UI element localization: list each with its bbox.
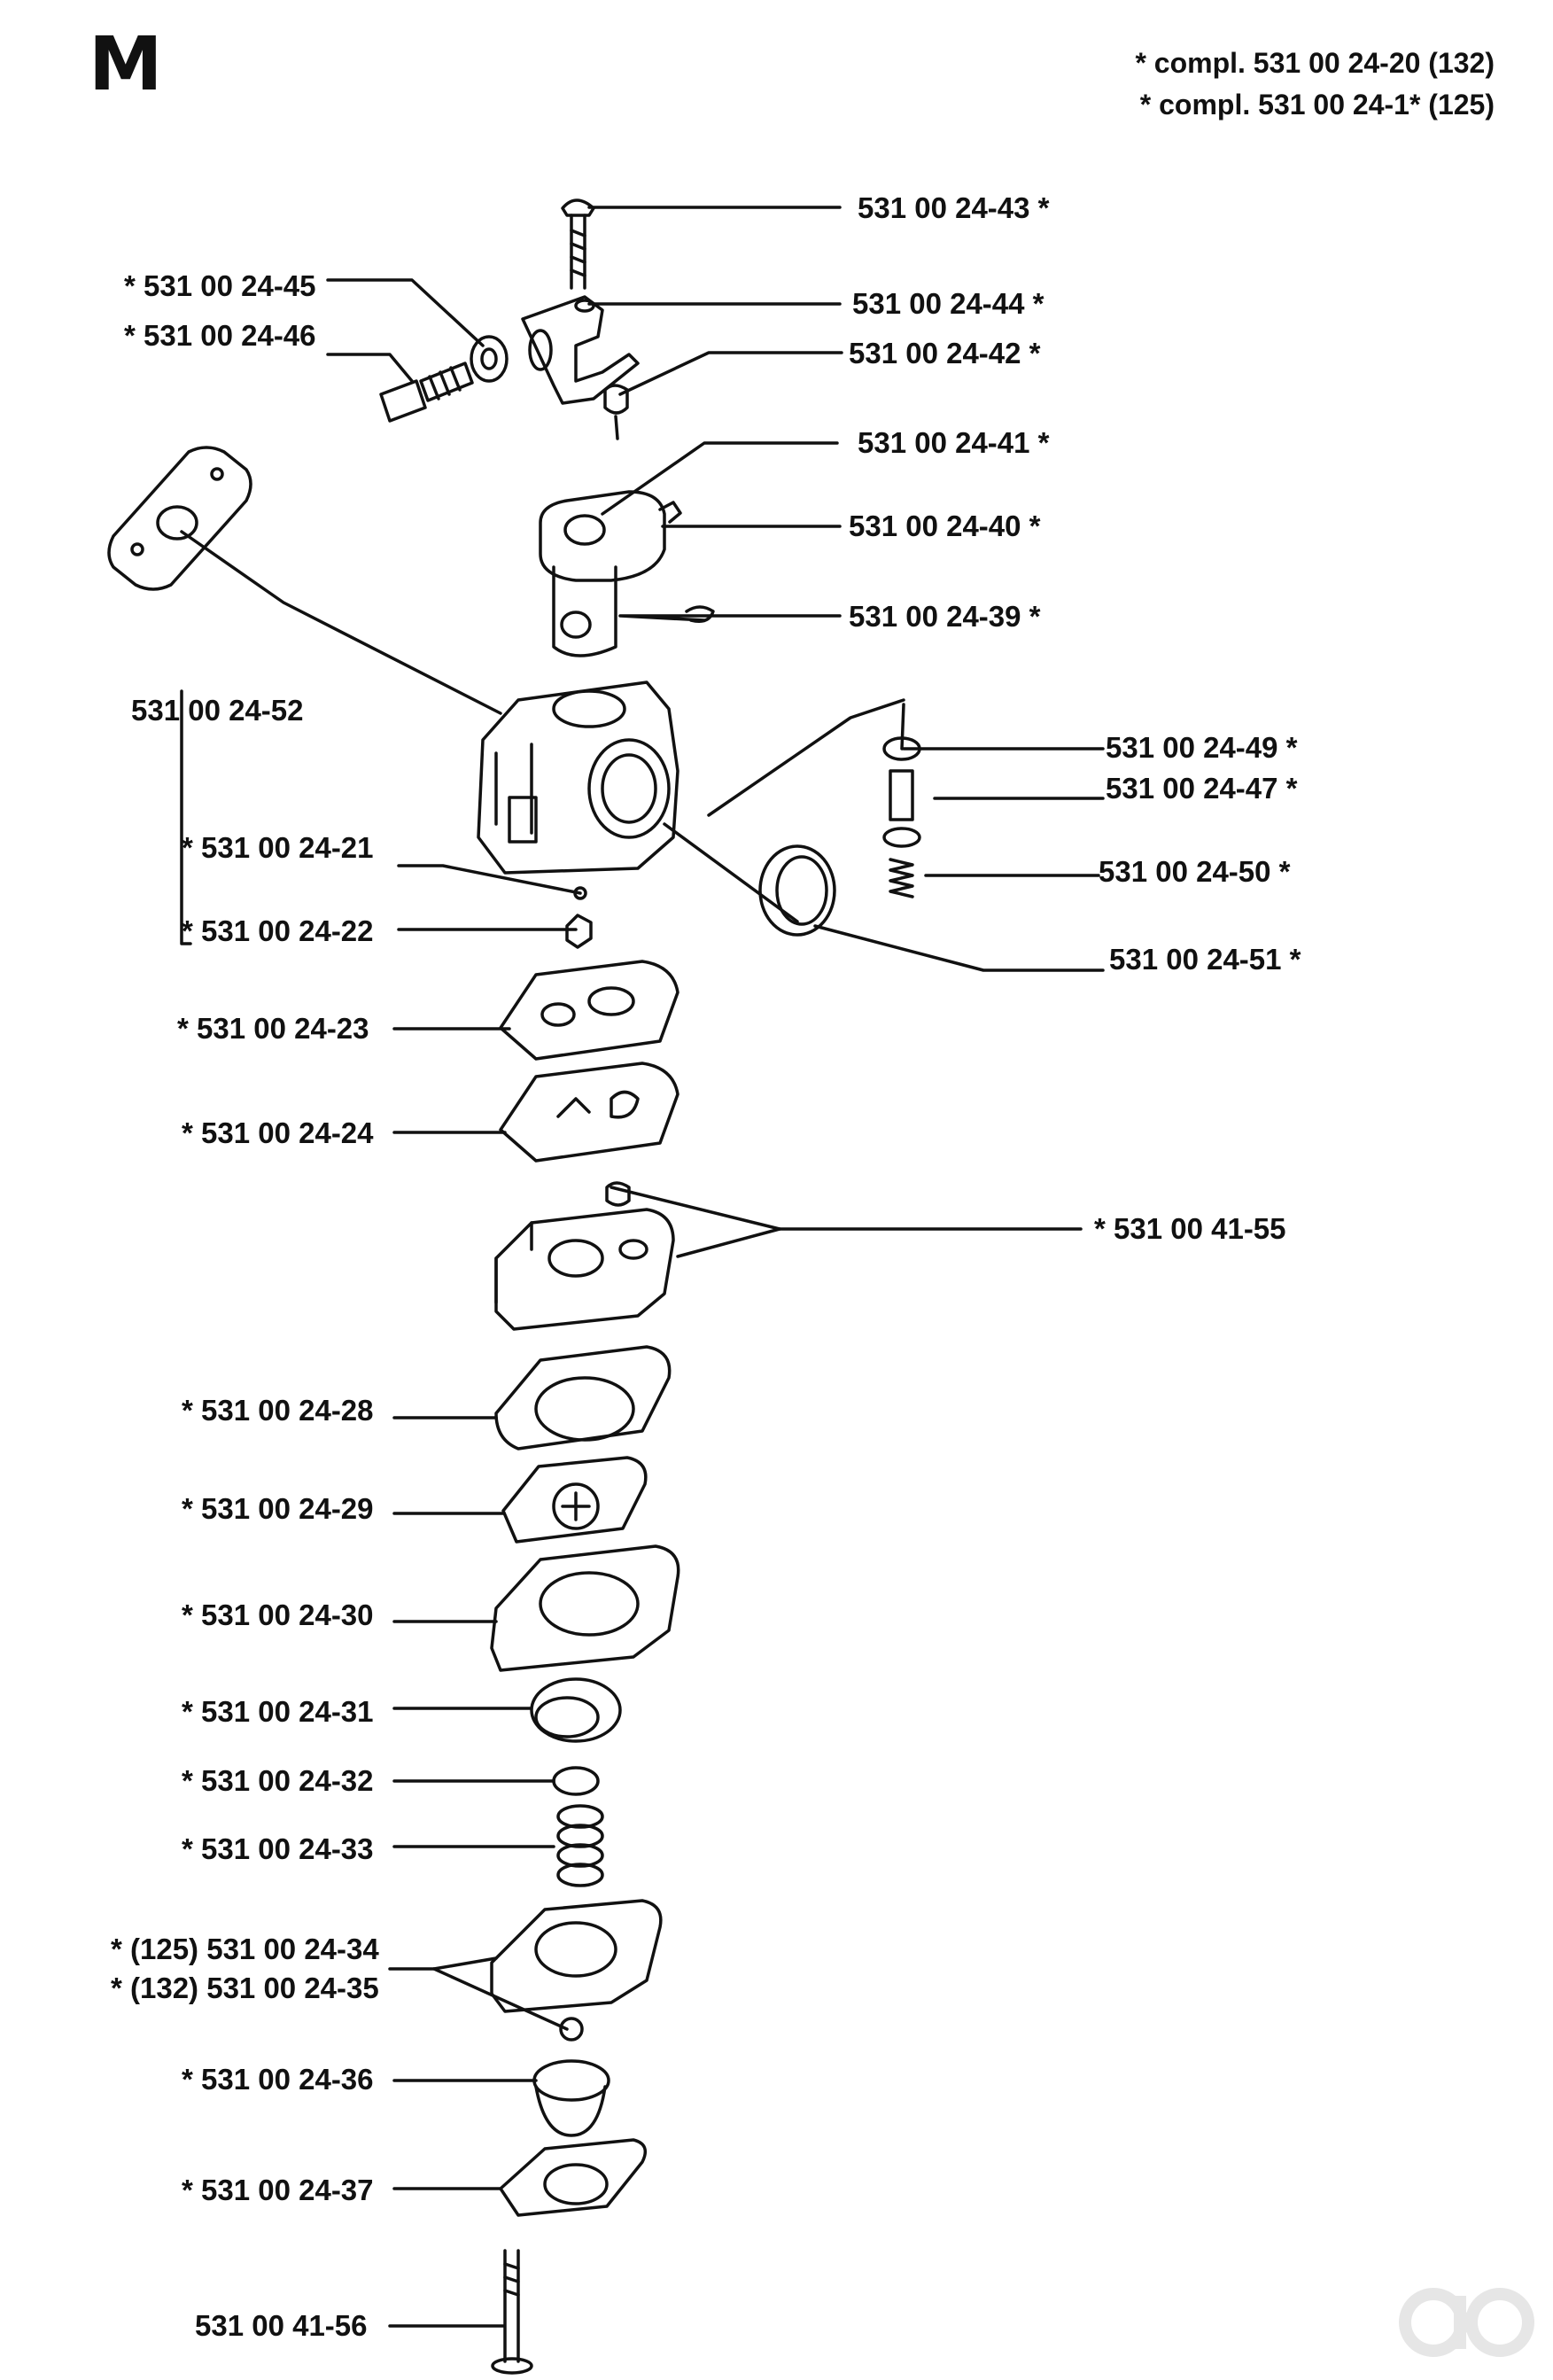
part-number-callout: * 531 00 41-55	[1094, 1212, 1286, 1245]
part-number-callout: 531 00 24-50 *	[1099, 855, 1291, 888]
primer-bulb-part-36	[532, 2059, 610, 2137]
part-number-callout: 531 00 24-42 *	[849, 337, 1041, 369]
valve-part-47	[882, 769, 921, 848]
lever-bracket-part-44	[521, 295, 640, 405]
part-number-callout: 531 00 24-39 *	[849, 600, 1041, 633]
part-number-callout: 531 00 24-49 *	[1106, 731, 1298, 764]
diaphragm-part-24	[499, 1062, 679, 1163]
part-number-callout: * 531 00 24-22	[182, 914, 374, 947]
gasket-part-28	[494, 1345, 672, 1451]
diaphragm-part-29	[501, 1456, 648, 1544]
part-number-callout: * 531 00 24-21	[182, 831, 374, 864]
spring-part-33	[556, 1804, 604, 1887]
metering-cover-part-30	[490, 1544, 680, 1672]
plug-part-22	[565, 914, 593, 949]
idle-screw-part-46	[379, 362, 474, 423]
watermark-logo-icon	[1399, 2288, 1534, 2357]
part-number-callout: * 531 00 24-33	[182, 1832, 374, 1865]
part-number-callout: * 531 00 24-30	[182, 1598, 374, 1631]
part-number-callout: * 531 00 24-24	[182, 1116, 374, 1149]
part-number-callout: * 531 00 24-23	[177, 1012, 369, 1045]
clip-part-39	[685, 605, 715, 623]
seal-ring-part-51	[758, 844, 836, 937]
part-number-callout: * 531 00 24-29	[182, 1492, 374, 1525]
part-number-callout: 531 00 24-43 *	[858, 191, 1050, 224]
pump-body-part-41-55	[494, 1181, 675, 1331]
part-number-callout: 531 00 41-56	[195, 2309, 368, 2342]
part-number-callout: 531 00 24-52	[131, 694, 304, 727]
part-number-callout: 531 00 24-47 *	[1106, 772, 1298, 805]
section-letter: M	[89, 20, 163, 107]
part-number-callout: 531 00 24-51 *	[1109, 943, 1301, 976]
throttle-shaft-assembly-part-40-41	[539, 490, 682, 657]
spring-part-50	[889, 858, 914, 898]
part-number-callout: * 531 00 24-32	[182, 1764, 374, 1797]
part-number-callout: * 531 00 24-36	[182, 2063, 374, 2096]
ball-part-21	[573, 886, 587, 900]
part-number-callout: 531 00 24-40 *	[849, 509, 1041, 542]
leader-lines	[180, 206, 1105, 2328]
part-number-callout: 531 00 24-44 *	[852, 287, 1044, 320]
part-number-callout: * 531 00 24-46	[124, 319, 316, 352]
gasket-part-23	[499, 960, 679, 1061]
part-number-callout: * 531 00 24-31	[182, 1695, 374, 1728]
flange-gasket-part-52	[107, 446, 252, 591]
bolt-part-41-56	[491, 2249, 533, 2375]
gasket-part-37	[499, 2138, 648, 2217]
nut-part-45	[470, 335, 509, 383]
pump-cover-part-34-35	[490, 1899, 663, 2042]
part-number-callout: 531 00 24-41 *	[858, 426, 1050, 459]
disc-part-32	[552, 1766, 600, 1796]
part-number-callout: * (125) 531 00 24-34	[111, 1933, 379, 1965]
kit-note: * compl. 531 00 24-20 (132)	[1135, 47, 1495, 79]
part-number-callout: * (132) 531 00 24-35	[111, 1972, 379, 2004]
kit-note: * compl. 531 00 24-1* (125)	[1139, 89, 1495, 121]
part-number-callout: * 531 00 24-45	[124, 269, 316, 302]
o-ring-part-49	[882, 736, 921, 761]
screw-part-43	[561, 198, 595, 290]
carburetor-body	[477, 681, 679, 875]
needle-part-42	[603, 384, 629, 440]
diaphragm-part-31	[530, 1677, 622, 1743]
part-number-callout: * 531 00 24-28	[182, 1394, 374, 1427]
part-number-callout: * 531 00 24-37	[182, 2174, 374, 2206]
